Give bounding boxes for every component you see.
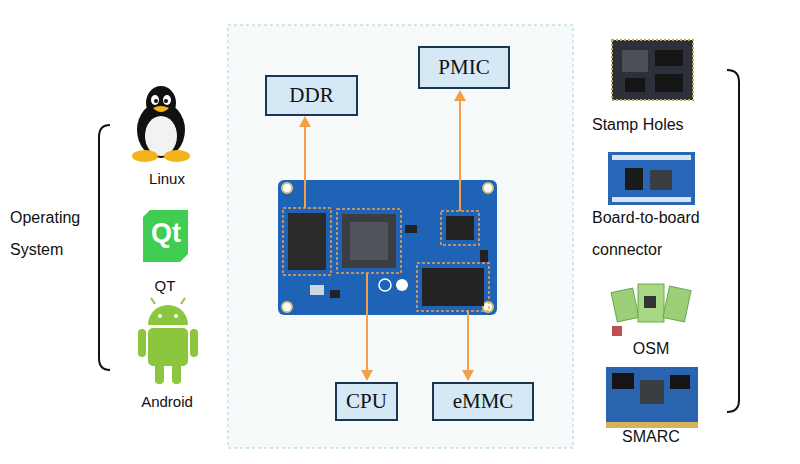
box-label: DDR — [289, 83, 333, 108]
interface-name: Stamp Holes — [592, 116, 722, 134]
panel-frame — [228, 25, 573, 448]
interface-name: OSM — [601, 340, 701, 358]
osm-module — [611, 284, 691, 336]
stamp-hole-module — [612, 40, 693, 100]
box-label: PMIC — [438, 55, 489, 80]
smarc-module — [606, 367, 698, 428]
component-box: DDR — [265, 75, 358, 116]
android-icon — [138, 298, 198, 384]
board-to-board-module — [608, 152, 695, 205]
leader-arrows — [299, 90, 474, 381]
os-heading: Operating System — [10, 202, 102, 266]
interface-name: SMARC — [601, 428, 701, 446]
logo-text: Qt — [141, 218, 191, 248]
component-box: PMIC — [418, 46, 510, 89]
som-board — [278, 180, 497, 315]
penguin-icon — [132, 86, 190, 162]
box-label: eMMC — [453, 389, 514, 414]
component-box: CPU — [335, 382, 398, 421]
box-label: CPU — [346, 389, 387, 414]
interface-name: Board-to-board connector — [592, 202, 722, 266]
component-box: eMMC — [432, 382, 534, 421]
os-name: Android — [122, 393, 212, 411]
right-bracket — [727, 70, 739, 412]
left-bracket — [99, 125, 110, 370]
os-name: QT — [125, 277, 205, 295]
os-name: Linux — [127, 170, 207, 188]
